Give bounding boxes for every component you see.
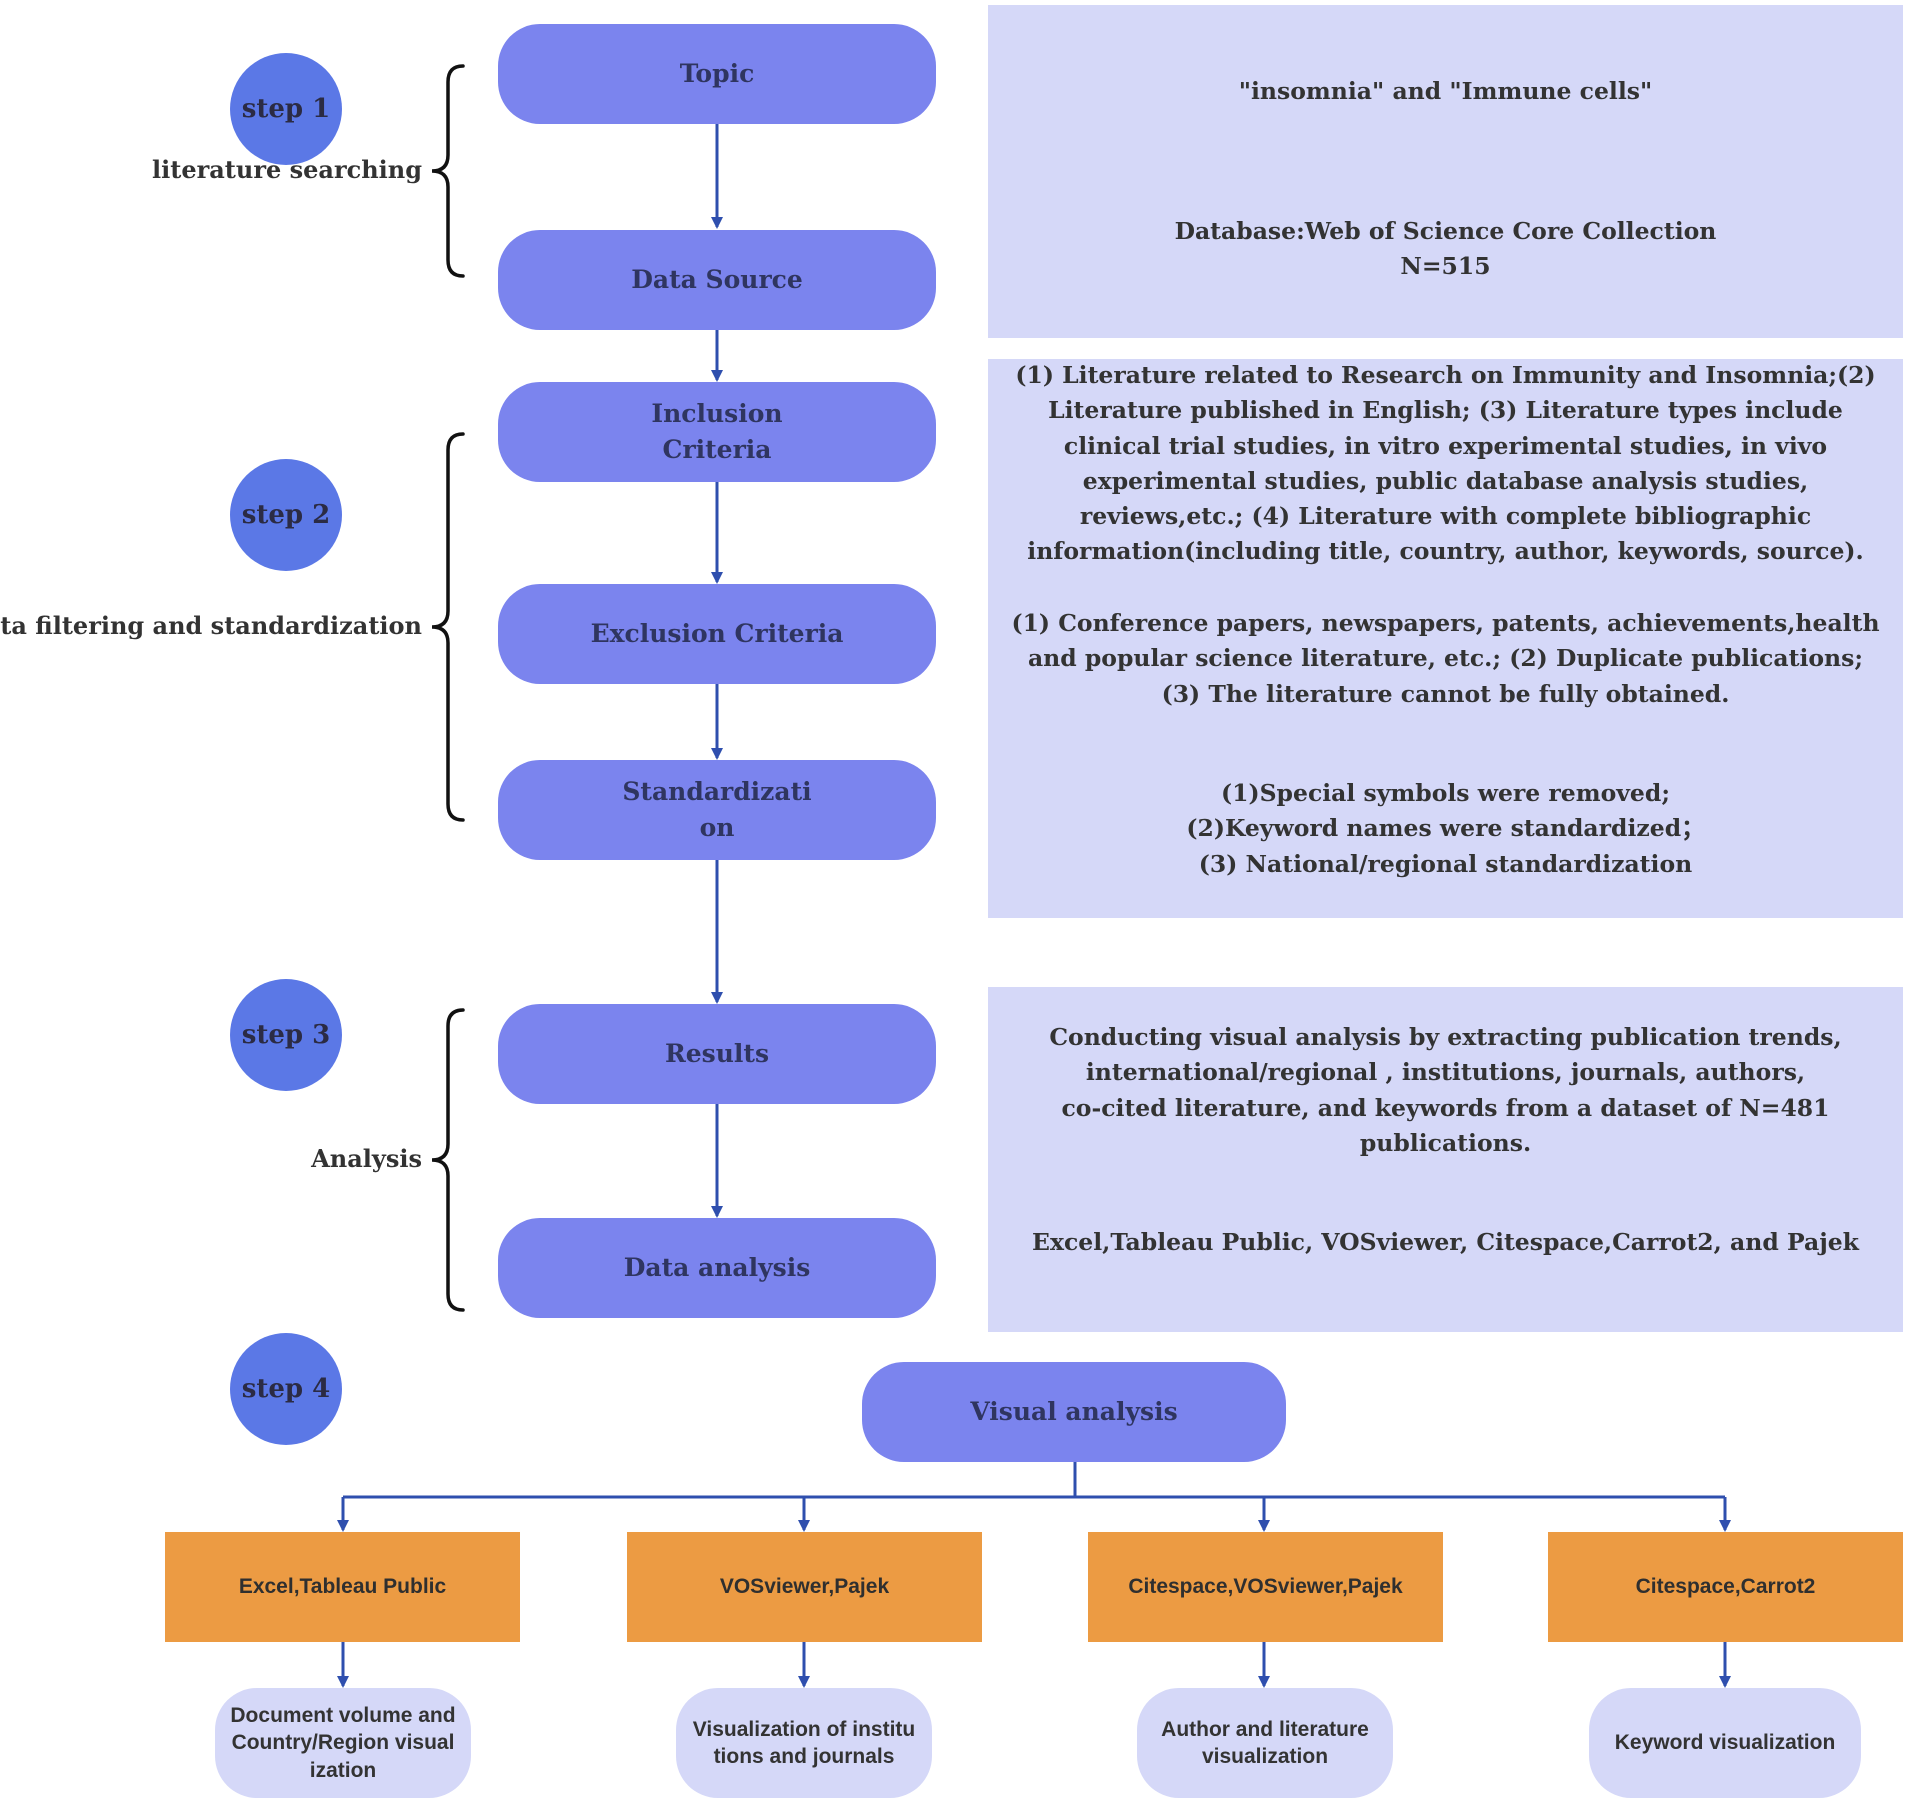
info-panel-step1 — [988, 5, 1903, 338]
flow-inclusion-criteria: Inclusion Criteria — [498, 382, 936, 482]
tool-box-2: VOSviewer,Pajek — [627, 1532, 982, 1642]
info-results: Conducting visual analysis by extracting… — [1049, 1023, 1842, 1157]
step-4-badge: step 4 — [230, 1333, 342, 1445]
brace-step2 — [431, 432, 465, 822]
flow-topic: Topic — [498, 24, 936, 124]
brace-step3 — [431, 1008, 465, 1312]
flow-data-source: Data Source — [498, 230, 936, 330]
stage-label-literature-searching: literature searching — [152, 155, 422, 184]
info-data-analysis: Excel,Tableau Public, VOSviewer, Citespa… — [1032, 1228, 1859, 1256]
output-pill-3: Author and literature visualization — [1137, 1688, 1393, 1798]
output-pill-1: Document volume and Country/Region visua… — [215, 1688, 471, 1798]
flow-results: Results — [498, 1004, 936, 1104]
tool-box-1: Excel,Tableau Public — [165, 1532, 520, 1642]
tool-box-3: Citespace,VOSviewer,Pajek — [1088, 1532, 1443, 1642]
info-panel-step3 — [988, 987, 1903, 1332]
brace-step1 — [431, 64, 465, 278]
info-data-source: Database:Web of Science Core Collection … — [1174, 217, 1717, 281]
tool-box-4: Citespace,Carrot2 — [1548, 1532, 1903, 1642]
info-exclusion: (1) Conference papers, newspapers, paten… — [1011, 609, 1880, 708]
flow-data-analysis: Data analysis — [498, 1218, 936, 1318]
stage-label-analysis: Analysis — [311, 1144, 422, 1173]
step-3-badge: step 3 — [230, 979, 342, 1091]
step-2-badge: step 2 — [230, 459, 342, 571]
step-1-badge: step 1 — [230, 53, 342, 165]
flow-standardization: Standardization — [498, 760, 936, 860]
info-topic: "insomnia" and "Immune cells" — [1238, 77, 1653, 105]
output-pill-4: Keyword visualization — [1589, 1688, 1861, 1798]
info-standardization: (1)Special symbols were removed; (2)Keyw… — [1186, 779, 1705, 878]
info-inclusion: (1) Literature related to Research on Im… — [1015, 361, 1876, 566]
info-panel-step2 — [988, 359, 1903, 918]
flow-visual-analysis: Visual analysis — [862, 1362, 1286, 1462]
flow-exclusion-criteria: Exclusion Criteria — [498, 584, 936, 684]
output-pill-2: Visualization of institutions and journa… — [676, 1688, 932, 1798]
stage-label-data-filtering: Data filtering and standardization — [0, 611, 422, 640]
